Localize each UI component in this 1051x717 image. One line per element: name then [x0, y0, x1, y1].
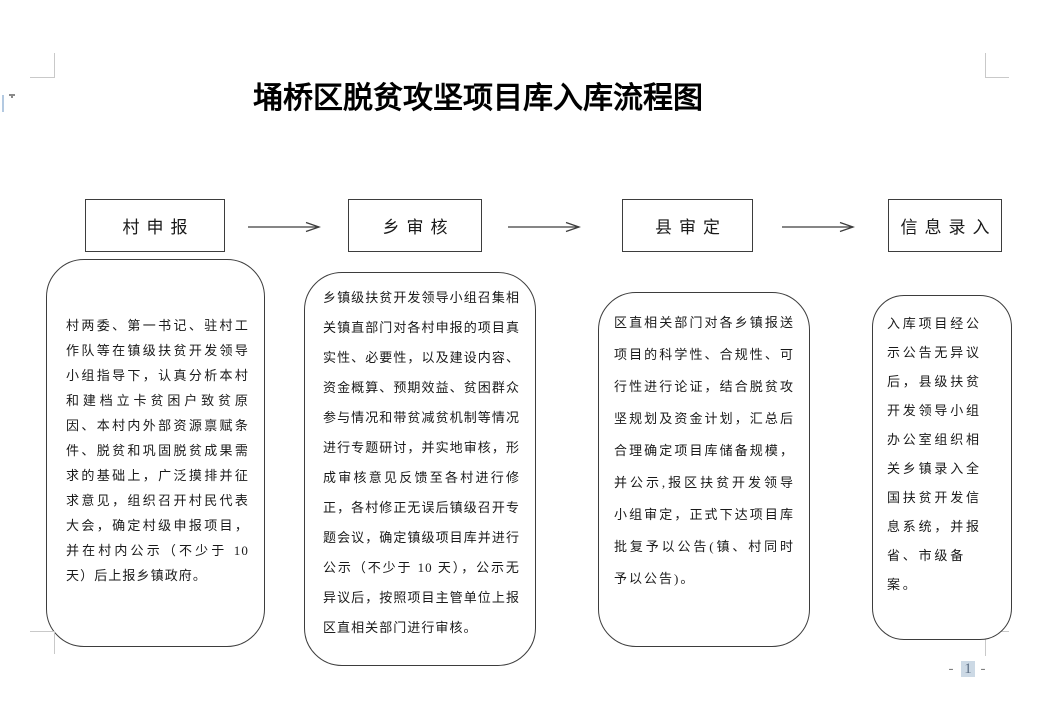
stage-box-village-declare[interactable]: 村申报	[85, 199, 225, 252]
stage-detail-village-declare[interactable]: 村两委、第一书记、驻村工作队等在镇级扶贫开发领导小组指导下，认真分析本村和建档立…	[46, 259, 265, 647]
margin-selection-bar	[2, 95, 4, 112]
page-number-dash-left: -	[948, 661, 956, 677]
stage-label: 县审定	[655, 218, 727, 237]
flow-arrow-right-icon[interactable]	[508, 219, 582, 235]
page-number-dash-right: -	[980, 661, 988, 677]
stage-label: 村申报	[122, 218, 195, 237]
stage-detail-text: 村两委、第一书记、驻村工作队等在镇级扶贫开发领导小组指导下，认真分析本村和建档立…	[66, 318, 249, 583]
document-title[interactable]: 埇桥区脱贫攻坚项目库入库流程图	[253, 82, 703, 115]
stage-label: 乡审核	[382, 218, 455, 237]
stage-label: 信息录入	[900, 218, 997, 237]
page-number-field[interactable]: - 1 -	[936, 661, 1000, 678]
page-number-value: 1	[961, 661, 975, 677]
stage-box-county-approve[interactable]: 县审定	[622, 199, 753, 252]
flow-arrow-right-icon[interactable]	[248, 219, 322, 235]
stage-detail-text: 乡镇级扶贫开发领导小组召集相关镇直部门对各村申报的项目真实性、必要性，以及建设内…	[323, 290, 520, 635]
stage-detail-text: 区直相关部门对各乡镇报送项目的科学性、合规性、可行性进行论证，结合脱贫攻坚规划及…	[614, 315, 795, 586]
stage-box-township-review[interactable]: 乡审核	[348, 199, 482, 252]
stage-box-info-entry[interactable]: 信息录入	[888, 199, 1002, 252]
stage-detail-text: 入库项目经公示公告无异议后，县级扶贫开发领导小组办公室组织相关乡镇录入全国扶贫开…	[887, 316, 982, 592]
flow-arrow-right-icon[interactable]	[782, 219, 856, 235]
stage-detail-info-entry[interactable]: 入库项目经公示公告无异议后，县级扶贫开发领导小组办公室组织相关乡镇录入全国扶贫开…	[872, 295, 1012, 640]
stage-detail-county-approve[interactable]: 区直相关部门对各乡镇报送项目的科学性、合规性、可行性进行论证，结合脱贫攻坚规划及…	[598, 292, 810, 647]
stage-detail-township-review[interactable]: 乡镇级扶贫开发领导小组召集相关镇直部门对各村申报的项目真实性、必要性，以及建设内…	[304, 272, 536, 666]
